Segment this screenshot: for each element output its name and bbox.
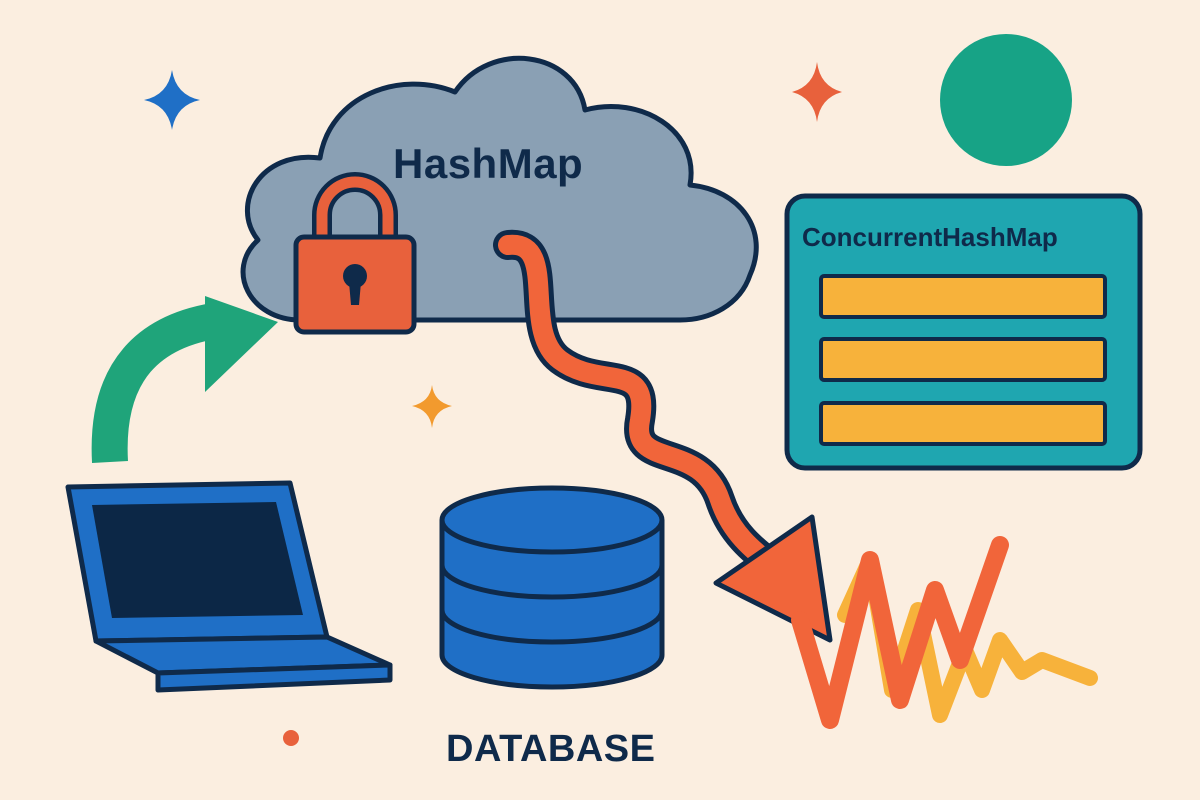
wavy-arrow-icon <box>493 229 833 643</box>
concurrent-hashmap-label: ConcurrentHashMap <box>802 222 1058 252</box>
hashmap-label: HashMap <box>393 140 584 187</box>
laptop-icon <box>65 480 393 693</box>
circle-icon <box>940 34 1072 166</box>
lock-icon <box>293 172 417 335</box>
database-icon <box>439 485 665 690</box>
panel-bar <box>819 274 1107 319</box>
panel-bar <box>819 337 1107 382</box>
panel-bar <box>819 401 1107 446</box>
database-label: DATABASE <box>446 728 656 770</box>
sparkle-icon-orange <box>792 62 842 122</box>
dot-icon <box>283 730 299 746</box>
curved-arrow-icon <box>91 296 278 463</box>
concurrent-hashmap-panel <box>784 193 1143 471</box>
sparkle-icon-blue <box>144 70 200 130</box>
sparkle-icon-small <box>412 385 452 428</box>
wave-graph-icon <box>791 536 1098 729</box>
